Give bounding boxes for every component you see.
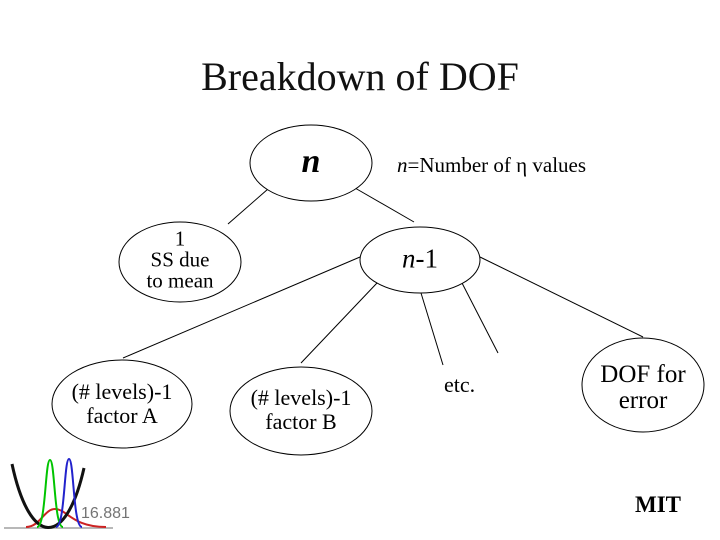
n-definition-annotation: n=Number of η values [397,153,586,178]
annotation-italic-n: n [397,153,408,177]
node-n1-italic-part: n [402,243,416,274]
edge-n-to-n1 [354,187,415,223]
node-n-text: n [301,143,321,180]
logo-blue-curve [55,457,83,528]
edge-n1-to-error [479,256,644,338]
page-title: Breakdown of DOF [201,54,519,99]
node-ellipse-n-minus-1 [359,226,481,294]
node-ellipse-factor-b [229,366,373,456]
mit-brand-label: MIT [635,492,681,517]
logo-parabola-curve [10,463,86,529]
edge-n1-to-factor-b [300,282,378,364]
edge-n1-to-etc-1 [420,292,444,366]
node-n1-rest-part: -1 [415,243,439,274]
node-label-n: n [302,143,321,181]
node-factor-a-line-1: (# levels)-1 [71,379,173,404]
node-factor-b-line-1: (# levels)-1 [250,385,352,410]
course-logo: 16.881 [4,457,130,529]
logo-green-curve [36,458,64,528]
etc-label: etc. [444,372,476,397]
node-label-factor-a: (# levels)-1 factor A [72,380,173,428]
node-error-line-2: error [618,387,668,414]
annotation-rest: =Number of η values [407,153,587,177]
node-factor-a-line-2: factor A [86,403,158,428]
node-ss-mean-line-3: to mean [146,268,214,293]
edge-n1-to-etc-2 [461,282,499,354]
node-label-ss-mean: 1 SS due to mean [146,226,214,293]
node-ellipse-n [249,124,373,202]
node-label-factor-b: (# levels)-1 factor B [251,386,352,434]
node-factor-b-line-2: factor B [265,409,337,434]
node-ellipse-dof-error [581,337,705,433]
node-ss-mean-line-2: SS due [150,247,210,272]
course-number-label: 16.881 [81,505,130,522]
edge-n-to-mean [227,188,269,225]
node-ellipse-factor-a [51,359,193,449]
edge-n1-to-factor-a [122,256,361,359]
tree-edges [122,187,644,366]
node-ellipse-ss-mean [118,221,242,303]
node-error-line-1: DOF for [600,361,686,388]
node-label-dof-error: DOF for error [600,362,685,414]
node-label-n-minus-1: n-1 [402,244,438,275]
tree-node-ellipses [51,124,705,456]
node-ss-mean-line-1: 1 [174,226,186,251]
